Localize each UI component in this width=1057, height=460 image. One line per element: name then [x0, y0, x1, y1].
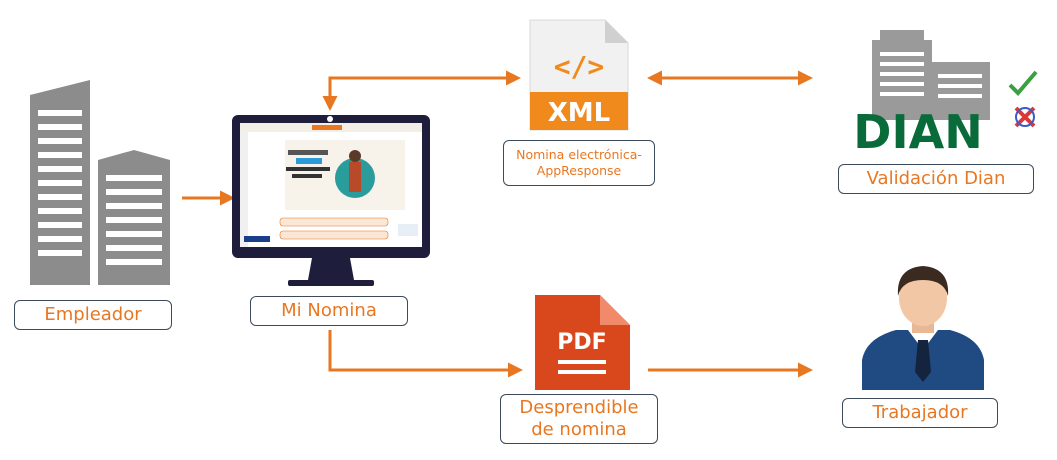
mi-nomina-label-text: Mi Nomina — [281, 300, 377, 321]
svg-text:DIAN: DIAN — [853, 105, 982, 159]
pdf-label: Desprendible de nomina — [500, 394, 658, 444]
pdf-label-line1: Desprendible — [519, 397, 639, 418]
employer-label: Empleador — [14, 300, 172, 330]
arrow-minomina-pdf — [328, 330, 523, 378]
dian-label-text: Validación Dian — [866, 168, 1006, 189]
svg-text:XML: XML — [548, 98, 611, 128]
xml-label: Nomina electrónica- AppResponse — [503, 140, 655, 186]
checkmark-icon — [1008, 70, 1038, 96]
arrow-minomina-xml — [322, 70, 521, 111]
svg-text:</>: </> — [554, 50, 605, 83]
svg-text:PDF: PDF — [557, 330, 606, 355]
mi-nomina-label: Mi Nomina — [250, 296, 408, 326]
dian-label: Validación Dian — [838, 164, 1034, 194]
worker-label: Trabajador — [842, 398, 998, 428]
employer-label-text: Empleador — [44, 304, 142, 325]
xml-label-line1: Nomina electrónica- — [516, 147, 642, 162]
xml-label-line2: AppResponse — [536, 163, 622, 178]
pdf-label-line2: de nomina — [531, 419, 627, 440]
worker-label-text: Trabajador — [872, 402, 968, 423]
